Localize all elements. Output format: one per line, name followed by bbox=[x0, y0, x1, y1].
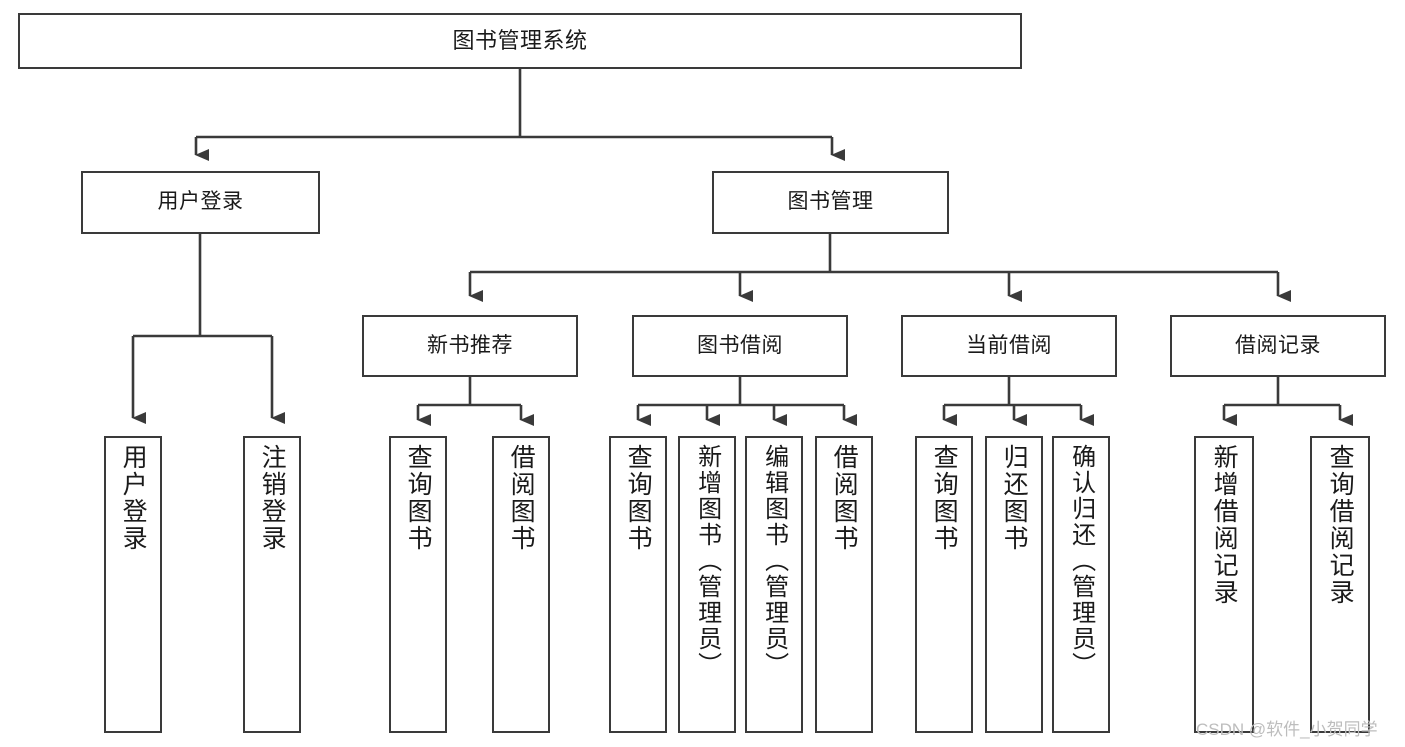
node-label: 借阅图书 bbox=[830, 444, 859, 552]
node-label: 借阅记录 bbox=[1235, 333, 1321, 357]
node-book-borrow[interactable]: 图书借阅 bbox=[632, 315, 848, 377]
node-label: 图书管理系统 bbox=[452, 28, 588, 54]
node-label: 用户登录 bbox=[119, 444, 148, 552]
node-borrow-record[interactable]: 借阅记录 bbox=[1170, 315, 1386, 377]
node-label: 确认归还（管理员） bbox=[1067, 444, 1095, 678]
node-leaf-add-record[interactable]: 新增借阅记录 bbox=[1194, 436, 1254, 733]
node-leaf-query-record[interactable]: 查询借阅记录 bbox=[1310, 436, 1370, 733]
node-leaf-query-book-2[interactable]: 查询图书 bbox=[609, 436, 667, 733]
csdn-watermark: CSDN @软件_小贺同学 bbox=[1196, 720, 1378, 739]
node-label: 查询图书 bbox=[930, 444, 959, 552]
node-label: 借阅图书 bbox=[507, 444, 536, 552]
node-leaf-user-login[interactable]: 用户登录 bbox=[104, 436, 162, 733]
node-leaf-borrow-book-1[interactable]: 借阅图书 bbox=[492, 436, 550, 733]
node-label: 归还图书 bbox=[1000, 444, 1029, 552]
node-leaf-query-book-1[interactable]: 查询图书 bbox=[389, 436, 447, 733]
node-label: 编辑图书（管理员） bbox=[760, 444, 788, 678]
node-label: 查询图书 bbox=[624, 444, 653, 552]
node-leaf-return-book[interactable]: 归还图书 bbox=[985, 436, 1043, 733]
node-leaf-confirm-return[interactable]: 确认归还（管理员） bbox=[1052, 436, 1110, 733]
node-book-manage[interactable]: 图书管理 bbox=[712, 171, 949, 234]
node-new-book-rec[interactable]: 新书推荐 bbox=[362, 315, 578, 377]
node-label: 用户登录 bbox=[157, 190, 244, 214]
node-label: 图书借阅 bbox=[697, 333, 783, 357]
node-leaf-edit-book[interactable]: 编辑图书（管理员） bbox=[745, 436, 803, 733]
node-leaf-add-book[interactable]: 新增图书（管理员） bbox=[678, 436, 736, 733]
node-root-system[interactable]: 图书管理系统 bbox=[18, 13, 1022, 69]
node-label: 图书管理 bbox=[787, 190, 874, 214]
node-user-login[interactable]: 用户登录 bbox=[81, 171, 320, 234]
node-leaf-logout-login[interactable]: 注销登录 bbox=[243, 436, 301, 733]
node-leaf-query-book-3[interactable]: 查询图书 bbox=[915, 436, 973, 733]
node-label: 当前借阅 bbox=[966, 333, 1052, 357]
node-label: 查询图书 bbox=[404, 444, 433, 552]
node-current-borrow[interactable]: 当前借阅 bbox=[901, 315, 1117, 377]
node-label: 新书推荐 bbox=[427, 333, 513, 357]
node-label: 查询借阅记录 bbox=[1326, 444, 1355, 606]
node-label: 新增图书（管理员） bbox=[693, 444, 721, 678]
node-leaf-borrow-book-2[interactable]: 借阅图书 bbox=[815, 436, 873, 733]
node-label: 注销登录 bbox=[258, 444, 287, 552]
node-label: 新增借阅记录 bbox=[1210, 444, 1239, 606]
